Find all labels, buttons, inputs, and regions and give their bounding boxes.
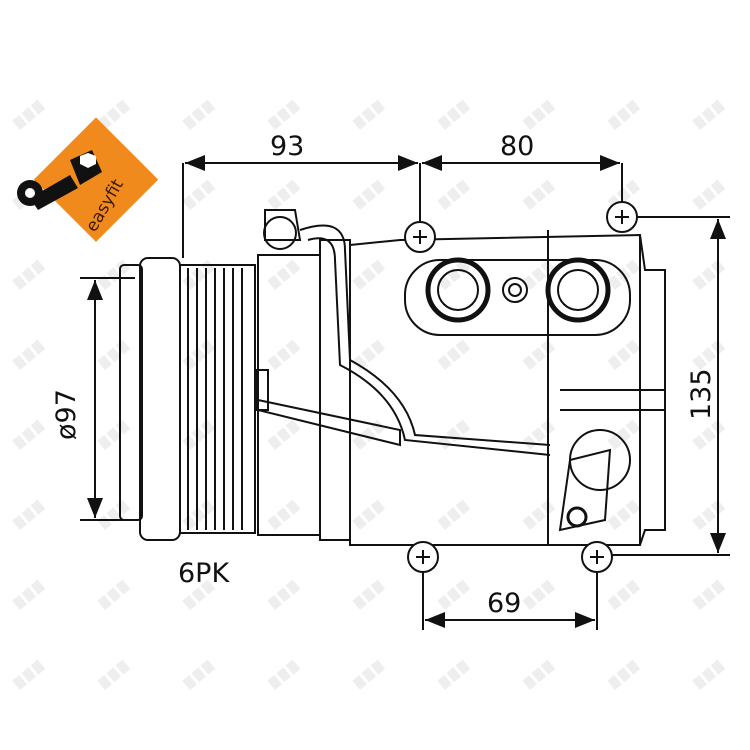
pulley xyxy=(119,257,256,541)
mount-hole xyxy=(581,541,613,573)
watermark-mark xyxy=(692,259,726,290)
watermark-mark xyxy=(522,659,556,690)
watermark-mark xyxy=(607,499,641,530)
watermark-mark xyxy=(607,659,641,691)
watermark-mark xyxy=(607,339,641,371)
dim-69: 69 xyxy=(487,588,521,619)
watermark-mark xyxy=(267,579,301,610)
mount-hole xyxy=(404,221,436,253)
watermark-mark xyxy=(97,419,131,450)
easyfit-logo: easyfit xyxy=(17,117,159,242)
watermark-pattern xyxy=(12,99,726,691)
watermark-mark xyxy=(12,579,46,610)
watermark-mark xyxy=(437,179,471,210)
sensor-connector xyxy=(558,429,631,532)
watermark-mark xyxy=(267,499,301,530)
watermark-mark xyxy=(97,99,131,130)
watermark-mark xyxy=(12,499,46,530)
watermark-mark xyxy=(522,579,556,610)
mount-hole xyxy=(407,541,439,573)
watermark-mark xyxy=(182,179,216,210)
watermark-mark xyxy=(352,99,386,130)
watermark-mark xyxy=(182,99,216,130)
watermark-mark xyxy=(97,579,131,610)
watermark-mark xyxy=(437,579,471,610)
watermark-mark xyxy=(267,419,301,450)
watermark-mark xyxy=(437,659,471,690)
dim-135: 135 xyxy=(686,368,717,420)
watermark-mark xyxy=(437,339,471,370)
watermark-mark xyxy=(692,419,726,450)
watermark-mark xyxy=(607,579,641,611)
watermark-mark xyxy=(437,499,471,530)
watermark-mark xyxy=(97,499,131,530)
watermark-mark xyxy=(12,659,46,691)
mount-hole xyxy=(606,201,638,233)
watermark-mark xyxy=(607,99,641,131)
watermark-mark xyxy=(692,339,726,370)
watermark-mark xyxy=(692,99,726,131)
watermark-mark xyxy=(352,499,386,530)
watermark-mark xyxy=(12,419,46,450)
watermark-mark xyxy=(12,99,46,130)
watermark-mark xyxy=(182,419,216,450)
watermark-mark xyxy=(607,419,641,450)
watermark-mark xyxy=(182,499,216,530)
watermark-mark xyxy=(267,179,301,210)
watermark-mark xyxy=(352,259,386,290)
watermark-mark xyxy=(692,579,726,610)
watermark-mark xyxy=(522,419,556,450)
compressor-body xyxy=(255,209,666,546)
wrench-nut-icon xyxy=(17,150,102,210)
watermark-mark xyxy=(182,259,216,290)
watermark-mark xyxy=(522,499,556,530)
watermark-mark xyxy=(437,99,471,130)
mounting-ears xyxy=(404,201,638,573)
watermark-mark xyxy=(522,179,556,210)
belt-type: 6PK xyxy=(178,558,230,589)
watermark-mark xyxy=(522,339,556,370)
watermark-mark xyxy=(12,339,46,370)
watermark-mark xyxy=(182,659,216,690)
watermark-mark xyxy=(352,579,386,610)
watermark-mark xyxy=(182,579,216,610)
watermark-mark xyxy=(267,339,301,370)
watermark-mark xyxy=(352,659,386,690)
watermark-mark xyxy=(267,659,301,690)
watermark-mark xyxy=(12,259,46,290)
watermark-mark xyxy=(267,259,301,290)
watermark-mark xyxy=(182,339,216,370)
refrigerant-ports xyxy=(425,257,611,323)
watermark-mark xyxy=(352,339,386,370)
watermark-mark xyxy=(267,99,301,130)
dim-80: 80 xyxy=(500,131,534,162)
dim-diameter: ø97 xyxy=(51,389,82,440)
dim-93: 93 xyxy=(270,131,304,162)
watermark-mark xyxy=(692,659,726,690)
watermark-mark xyxy=(97,339,131,370)
watermark-mark xyxy=(97,659,131,691)
watermark-mark xyxy=(352,179,386,210)
watermark-mark xyxy=(692,179,726,210)
watermark-mark xyxy=(692,499,726,530)
watermark-mark xyxy=(522,99,556,130)
